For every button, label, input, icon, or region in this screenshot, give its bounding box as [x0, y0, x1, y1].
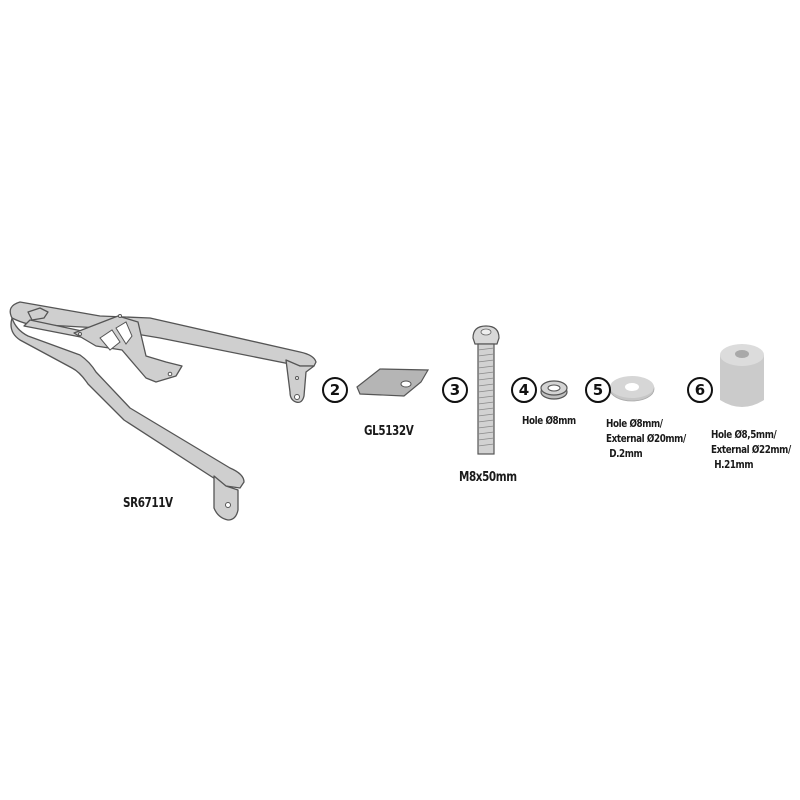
callout-6: 6: [687, 377, 713, 403]
spec-line: External Ø20mm/: [606, 432, 686, 445]
spacer-part: [720, 344, 764, 407]
part-label-bolt: M8x50mm: [459, 470, 517, 485]
spec-line: H.21mm: [714, 458, 754, 471]
flat-washer-part: [609, 376, 655, 402]
bolt-part: [472, 325, 500, 455]
callout-5: 5: [585, 377, 611, 403]
spec-line: Hole Ø8mm: [522, 414, 576, 427]
spec-line: External Ø22mm/: [711, 443, 791, 456]
part-spec-washer-4: Hole Ø8mm: [522, 413, 576, 428]
spec-line: D.2mm: [609, 447, 643, 460]
part-spec-spacer-6: Hole Ø8,5mm/ External Ø22mm/ H.21mm: [711, 427, 791, 472]
spec-line: Hole Ø8mm/: [606, 417, 663, 430]
callout-4: 4: [511, 377, 537, 403]
plate-part: [356, 368, 430, 397]
part-spec-washer-5: Hole Ø8mm/ External Ø20mm/ D.2mm: [606, 416, 686, 461]
rack-frame-part: [9, 301, 317, 521]
part-label-gl5132v: GL5132V: [364, 424, 414, 439]
callout-2: 2: [322, 377, 348, 403]
callout-3: 3: [442, 377, 468, 403]
spring-washer-part: [540, 380, 568, 400]
spec-line: Hole Ø8,5mm/: [711, 428, 777, 441]
part-label-sr6711v: SR6711V: [123, 496, 173, 511]
rack-holes: [78, 314, 300, 508]
